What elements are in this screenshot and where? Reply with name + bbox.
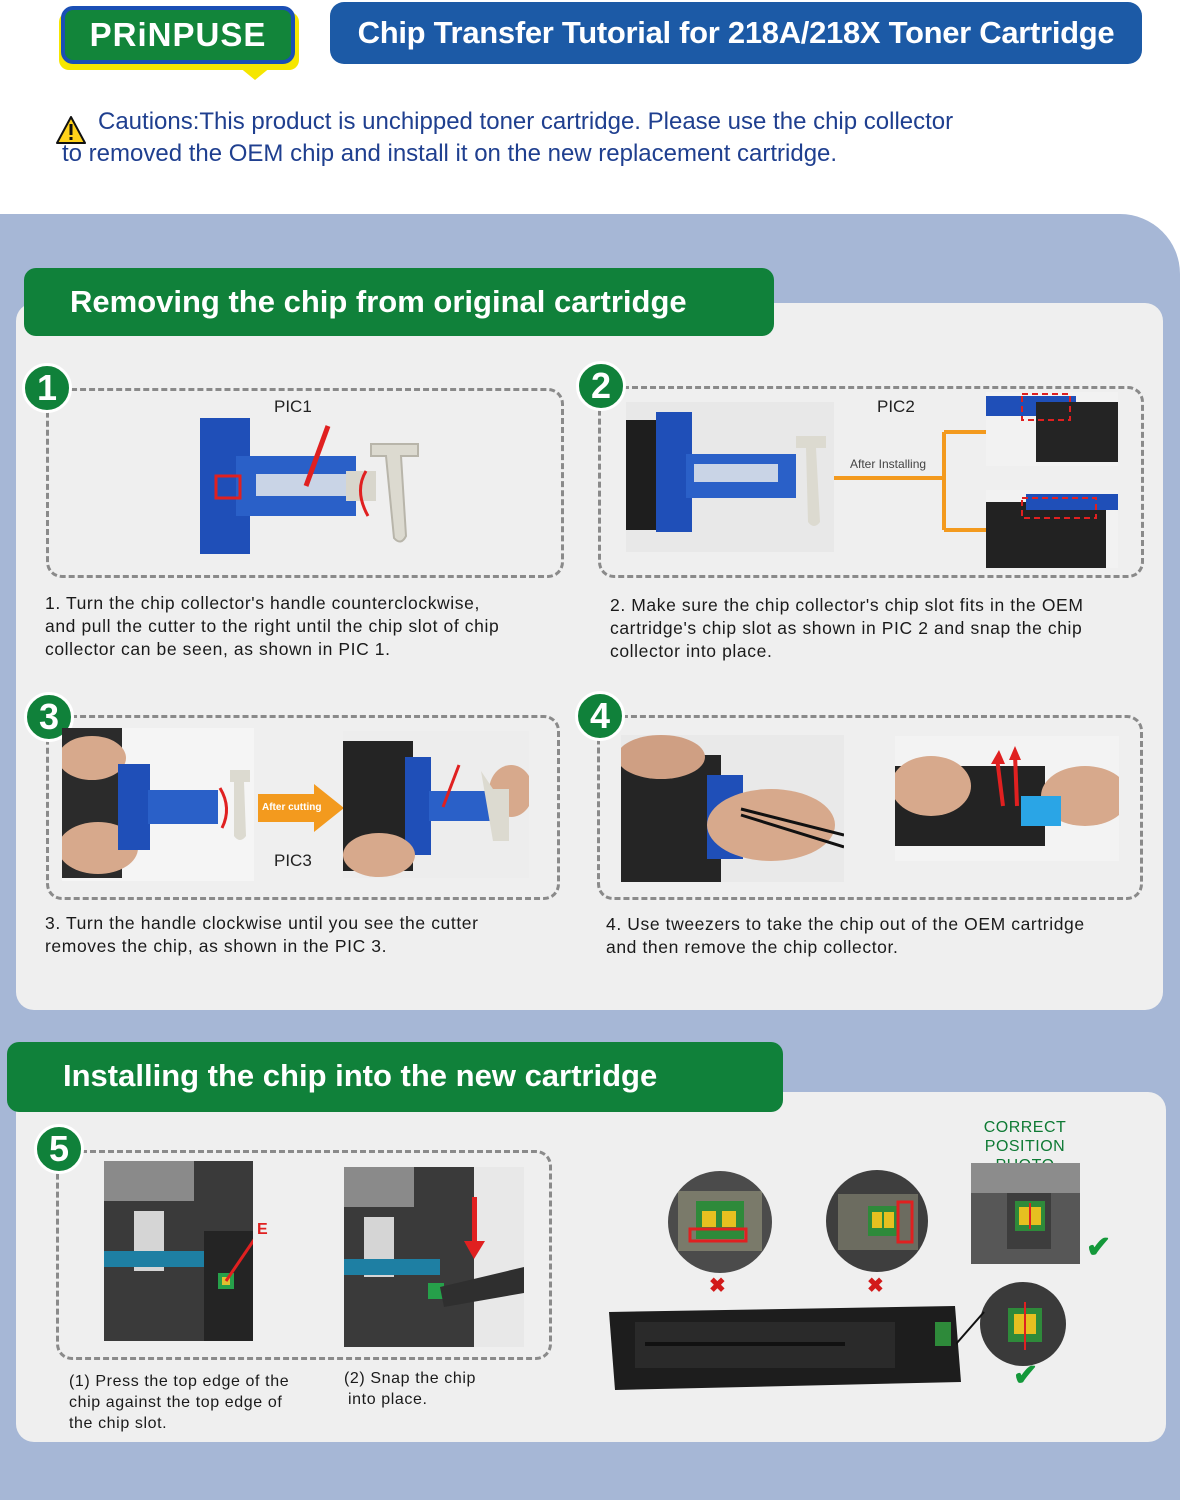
after-cutting-label: After cutting [262, 802, 322, 813]
step-4-number: 4 [575, 691, 625, 741]
press-chip-image [104, 1161, 253, 1341]
caption-snap: (2) Snap the chip into place. [344, 1368, 476, 1410]
arrow-right-icon [258, 784, 344, 832]
check-icon: ✔ [1013, 1359, 1039, 1392]
collector-on-cartridge-image [626, 402, 834, 552]
wrong-position-2-image [826, 1170, 928, 1272]
turning-handle-image [62, 728, 254, 881]
step-2-line: collector into place. [610, 641, 773, 661]
step-2-number: 2 [576, 361, 626, 411]
correct-label-line-1: CORRECT [983, 1119, 1067, 1136]
page-title: Chip Transfer Tutorial for 218A/218X Ton… [330, 2, 1142, 64]
step-5-number: 5 [34, 1124, 84, 1174]
correct-position-zoom-image [980, 1282, 1066, 1366]
step-1-number: 1 [22, 363, 72, 413]
step-1-line: collector can be seen, as shown in PIC 1… [45, 639, 391, 659]
brand-name: PRiNPUSE [61, 6, 295, 64]
installed-top-view-image [986, 392, 1118, 466]
pic2-label: PIC2 [877, 397, 915, 416]
snap-chip-image [344, 1167, 524, 1347]
cross-icon: ✖ [709, 1275, 726, 1297]
wrong-position-1-image [668, 1171, 772, 1273]
caution-line-2: to removed the OEM chip and install it o… [62, 140, 838, 167]
step-1-text: 1. Turn the chip collector's handle coun… [45, 592, 499, 661]
pic3-label: PIC3 [274, 851, 312, 870]
step-4-text: 4. Use tweezers to take the chip out of … [606, 913, 1085, 959]
caution-notice: Cautions:This product is unchipped toner… [56, 106, 1136, 170]
step-3-line: 3. Turn the handle clockwise until you s… [45, 913, 479, 933]
step-4-line: 4. Use tweezers to take the chip out of … [606, 914, 1085, 934]
step-2-line: 2. Make sure the chip collector's chip s… [610, 595, 1084, 615]
chip-cut-image [343, 731, 529, 878]
step-1-line: and pull the cutter to the right until t… [45, 616, 500, 636]
pic1-label: PIC1 [274, 397, 312, 416]
step-4-frame [597, 715, 1143, 900]
section-title-removing: Removing the chip from original cartridg… [24, 268, 774, 336]
caption-snap-line: (2) Snap the chip [344, 1370, 477, 1387]
step-2-frame [598, 386, 1144, 578]
after-installing-label: After Installing [850, 457, 927, 471]
correct-position-photo [971, 1163, 1080, 1264]
zoom-connector-icon [956, 1311, 985, 1345]
warning-triangle-icon [56, 116, 86, 144]
step-1-line: 1. Turn the chip collector's handle coun… [45, 593, 480, 613]
installed-front-view-image [986, 490, 1118, 568]
brand-logo: PRiNPUSE [55, 4, 299, 80]
step-2-line: cartridge's chip slot as shown in PIC 2 … [610, 618, 1083, 638]
step-5-frame [56, 1150, 552, 1360]
marker-letter-e: E [257, 1221, 268, 1238]
chip-lift-image [895, 736, 1119, 861]
chip-collector-image [196, 416, 426, 556]
tweezers-remove-image [621, 735, 844, 882]
caution-line-1: Cautions:This product is unchipped toner… [98, 108, 954, 135]
step-1-frame [46, 388, 564, 578]
cross-icon: ✖ [867, 1275, 884, 1297]
caption-press: (1) Press the top edge of the chip again… [69, 1371, 289, 1434]
check-icon: ✔ [1086, 1231, 1112, 1264]
caption-snap-line: into place. [348, 1391, 428, 1408]
caption-press-line: (1) Press the top edge of the [69, 1373, 290, 1390]
section-title-installing: Installing the chip into the new cartrid… [7, 1042, 783, 1112]
caption-press-line: the chip slot. [69, 1415, 168, 1432]
step-3-frame [46, 715, 560, 900]
step-2-text: 2. Make sure the chip collector's chip s… [610, 594, 1084, 663]
step-3-line: removes the chip, as shown in the PIC 3. [45, 936, 388, 956]
new-cartridge-image [605, 1302, 965, 1394]
logo-speech-tail [233, 62, 277, 80]
step-4-line: and then remove the chip collector. [606, 937, 899, 957]
caption-press-line: chip against the top edge of [69, 1394, 283, 1411]
step-3-text: 3. Turn the handle clockwise until you s… [45, 912, 479, 958]
branch-arrow-icon [834, 430, 986, 532]
